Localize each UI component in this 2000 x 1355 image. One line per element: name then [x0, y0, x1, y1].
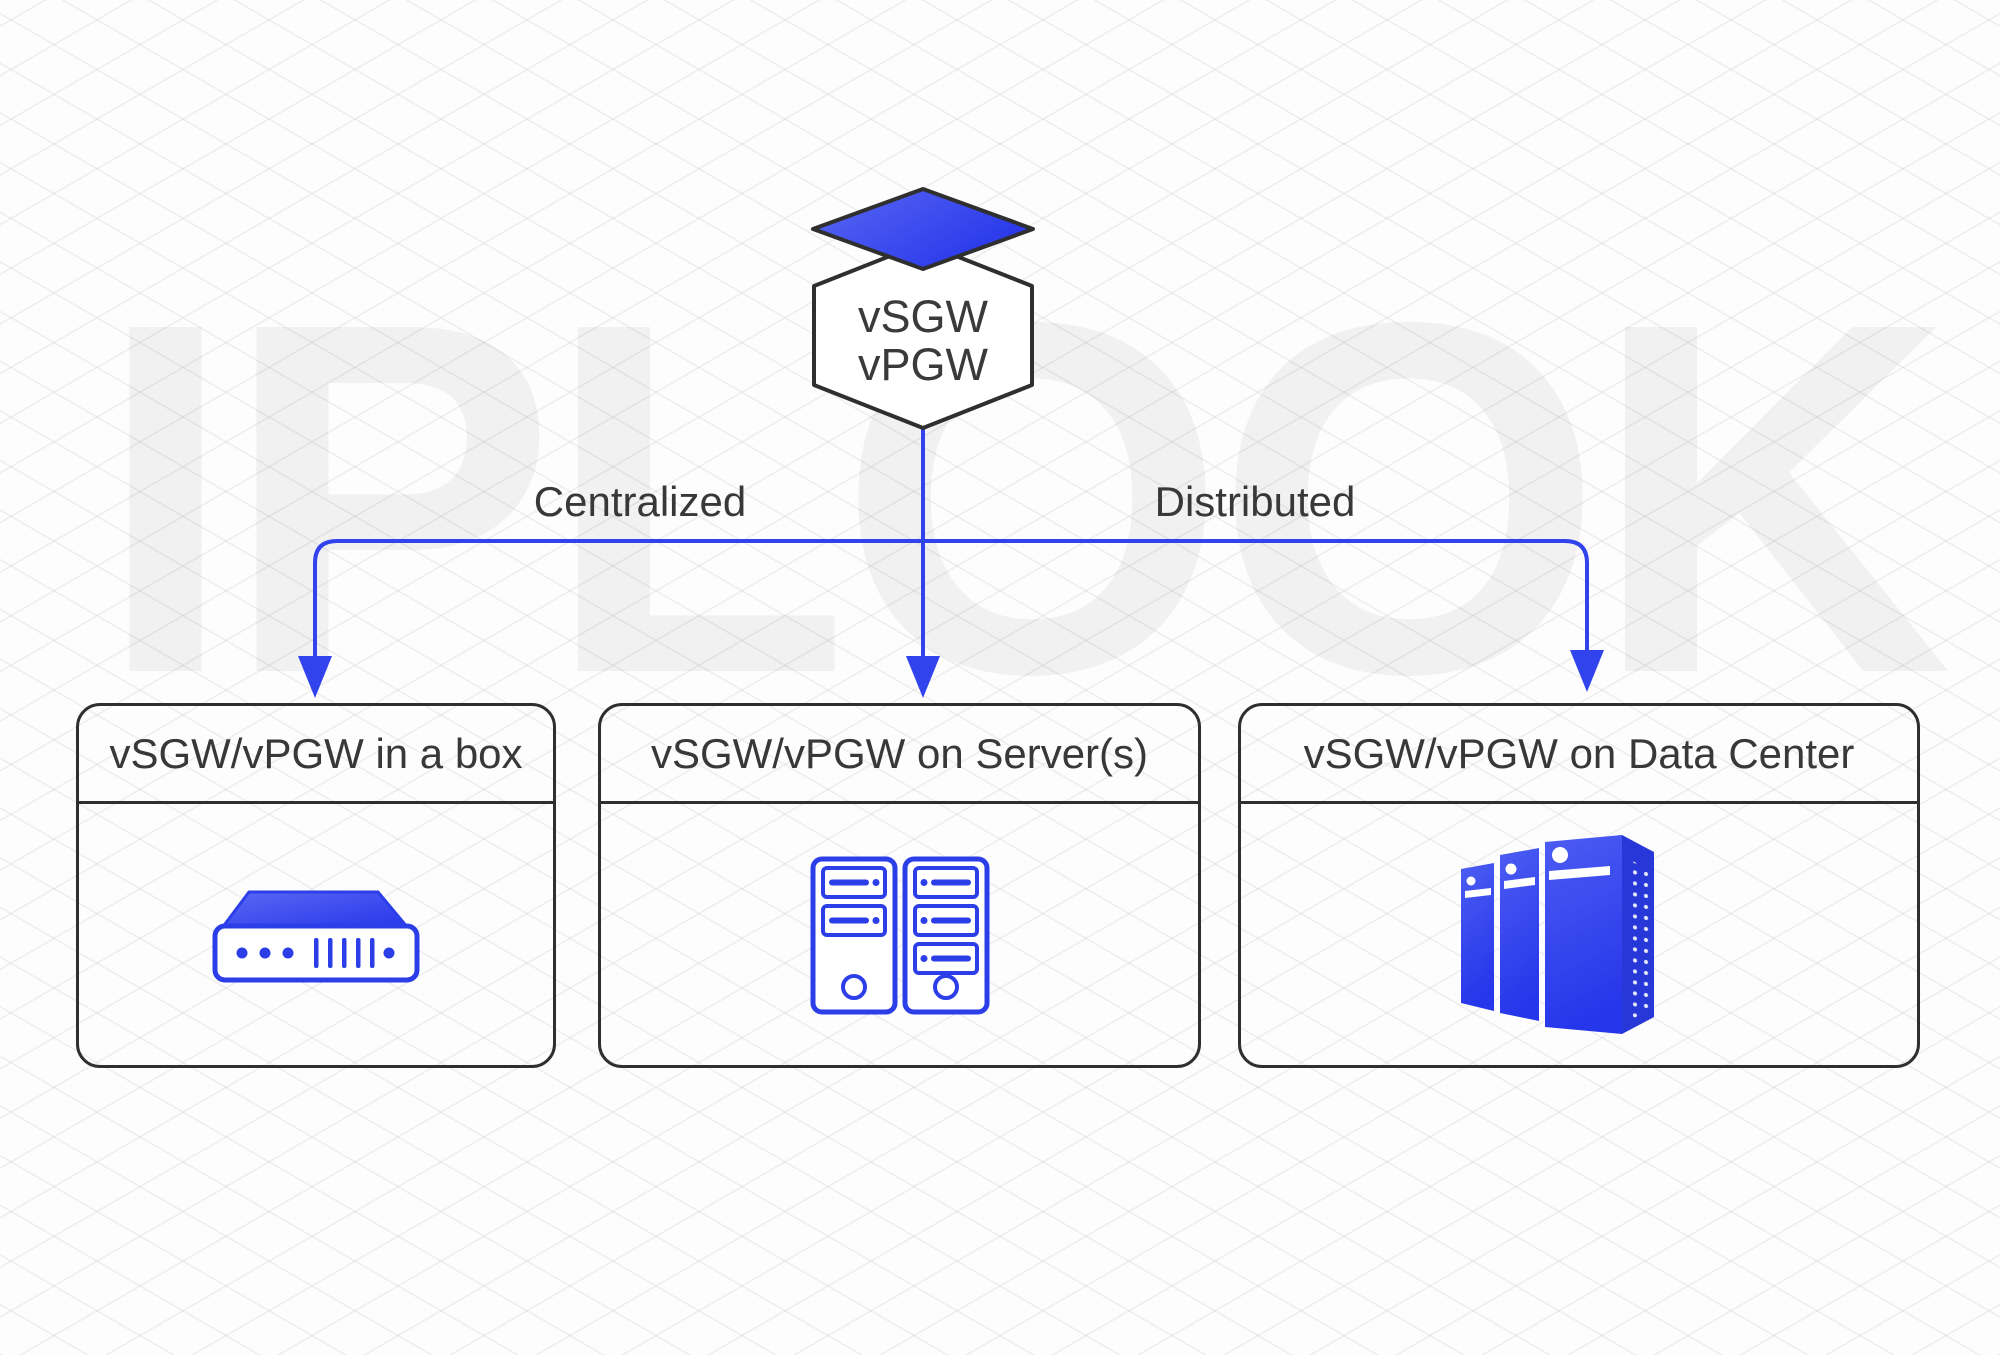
node-box-in-a-box: vSGW/vPGW in a box [76, 703, 556, 1068]
cube-lid-diamond [811, 187, 1035, 271]
arrowhead-left [298, 656, 332, 698]
cube-body [812, 241, 1034, 430]
cube-label-line1: vSGW [858, 291, 989, 342]
network-appliance-icon [212, 890, 420, 983]
node-title: vSGW/vPGW on Data Center [1241, 706, 1917, 804]
data-center-icon [1461, 835, 1654, 1034]
distributed-label: Distributed [1154, 478, 1356, 525]
server-towers-icon [810, 856, 989, 1015]
node-title: vSGW/vPGW on Server(s) [601, 706, 1198, 804]
node-title: vSGW/vPGW in a box [79, 706, 553, 804]
arrowhead-center [906, 656, 940, 698]
root-cube-node: vSGW vPGW [811, 187, 1035, 430]
node-box-on-servers: vSGW/vPGW on Server(s) [598, 703, 1201, 1068]
centralized-label: Centralized [533, 478, 747, 525]
arrowhead-right [1570, 650, 1604, 692]
arrow-line-branches [313, 539, 1589, 660]
node-box-on-data-center: vSGW/vPGW on Data Center [1238, 703, 1920, 1068]
cube-label-line2: vPGW [858, 339, 989, 390]
